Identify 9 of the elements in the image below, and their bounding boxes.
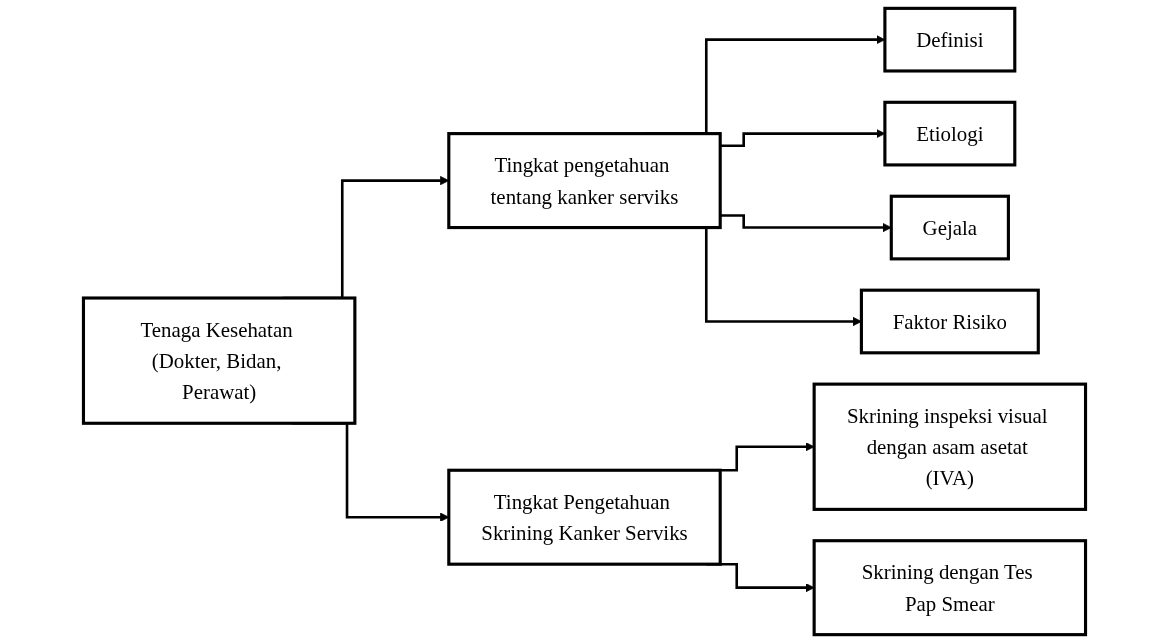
node-box: Tingkat Pengetahuan Skrining Kanker Serviks bbox=[447, 468, 722, 566]
node-box: Etiologi bbox=[883, 100, 1017, 167]
node-box: Definisi bbox=[883, 6, 1017, 73]
node-box: Gejala bbox=[889, 194, 1010, 261]
node-box: Tenaga Kesehatan (Dokter, Bidan, Perawat) bbox=[81, 296, 357, 425]
node-box: Skrining inspeksi visual dengan asam asetat (IVA) bbox=[812, 382, 1088, 511]
node-box: Faktor Risiko bbox=[859, 288, 1040, 355]
node-box: Skrining dengan Tes Pap Smear bbox=[812, 539, 1088, 637]
node-box: Tingkat pengetahuan tentang kanker serviks bbox=[447, 132, 722, 230]
